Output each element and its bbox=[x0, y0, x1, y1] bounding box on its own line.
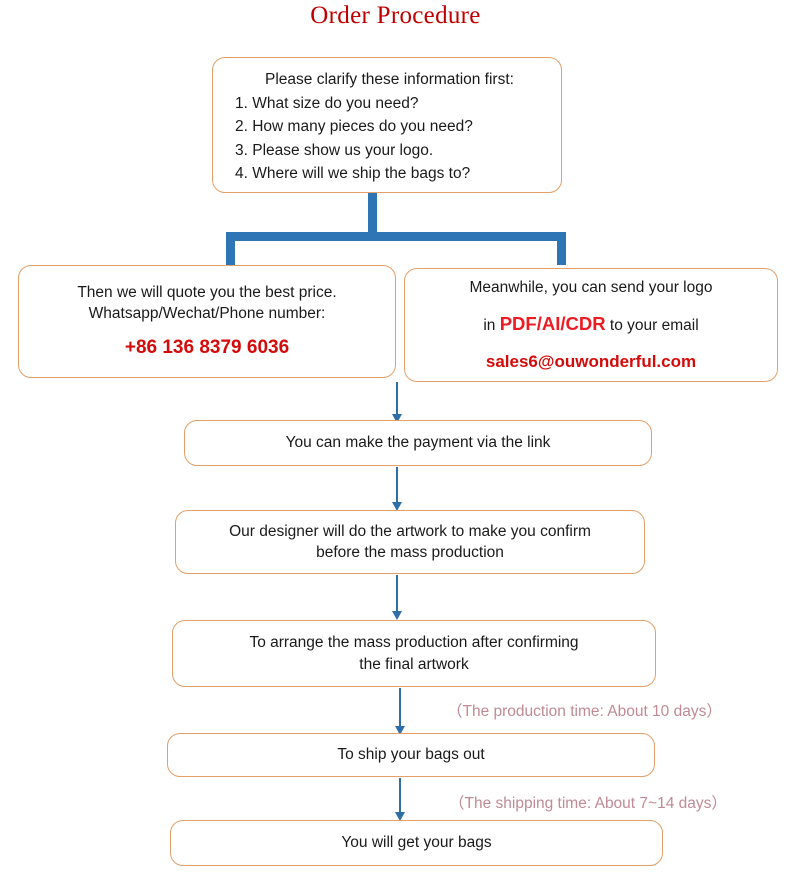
receive-line-1: You will get your bags bbox=[341, 834, 492, 852]
clarify-item-3: 3. Please show us your logo. bbox=[235, 141, 434, 159]
production-line-1: To arrange the mass production after con… bbox=[249, 634, 579, 652]
step-box-receive-bags: You will get your bags bbox=[170, 820, 663, 866]
logo-line-1: Meanwhile, you can send your logo bbox=[469, 278, 713, 296]
connector-split-bar bbox=[226, 232, 566, 241]
note-production-time: （The production time: About 10 days） bbox=[447, 703, 722, 720]
arrow-line-to-ship bbox=[399, 688, 402, 729]
step-box-quote-contact: Then we will quote you the best price. W… bbox=[18, 265, 396, 378]
logo-formats-line: in PDF/AI/CDR to your email bbox=[483, 311, 698, 337]
step-box-payment: You can make the payment via the link bbox=[184, 420, 652, 466]
arrow-head-to-ship bbox=[394, 726, 405, 735]
payment-line-1: You can make the payment via the link bbox=[285, 434, 551, 452]
logo-file-formats: PDF/AI/CDR bbox=[499, 313, 606, 335]
arrow-line-to-payment bbox=[396, 382, 399, 417]
connector-drop-right bbox=[557, 232, 566, 265]
quote-line-1: Then we will quote you the best price. bbox=[77, 283, 337, 301]
artwork-line-2: before the mass production bbox=[316, 544, 504, 561]
logo-line-prefix: in bbox=[483, 317, 500, 335]
artwork-line-1: Our designer will do the artwork to make… bbox=[229, 522, 591, 540]
arrow-line-to-artwork bbox=[396, 467, 399, 505]
clarify-item-1: 1. What size do you need? bbox=[235, 94, 419, 112]
step-box-mass-production: To arrange the mass production after con… bbox=[172, 620, 656, 687]
page-title: Order Procedure bbox=[310, 2, 481, 29]
arrow-head-to-receive bbox=[394, 812, 405, 821]
step-box-send-logo: Meanwhile, you can send your logo in PDF… bbox=[404, 268, 778, 382]
production-line-2: the final artwork bbox=[359, 655, 469, 673]
arrow-head-to-production bbox=[391, 611, 402, 620]
step-box-clarify-information: Please clarify these information first: … bbox=[212, 57, 562, 193]
note-shipping-time: （The shipping time: About 7~14 days） bbox=[449, 795, 727, 812]
clarify-heading: Please clarify these information first: bbox=[265, 71, 514, 88]
step-box-ship-bags: To ship your bags out bbox=[167, 733, 655, 777]
arrow-head-to-payment bbox=[391, 414, 402, 423]
arrow-line-to-production bbox=[396, 575, 399, 614]
step-box-artwork-confirm: Our designer will do the artwork to make… bbox=[175, 510, 645, 574]
quote-line-2: Whatsapp/Wechat/Phone number: bbox=[88, 304, 326, 322]
arrow-line-to-receive bbox=[399, 778, 402, 815]
clarify-item-4: 4. Where will we ship the bags to? bbox=[235, 165, 471, 183]
ship-line-1: To ship your bags out bbox=[337, 746, 485, 764]
arrow-head-to-artwork bbox=[391, 502, 402, 511]
clarify-item-2: 2. How many pieces do you need? bbox=[235, 118, 473, 136]
email-address[interactable]: sales6@ouwonderful.com bbox=[485, 351, 697, 371]
connector-stem-from-clarify bbox=[368, 193, 377, 236]
logo-line-suffix: to your email bbox=[605, 317, 699, 335]
connector-drop-left bbox=[226, 232, 235, 265]
phone-number[interactable]: +86 136 8379 6036 bbox=[124, 337, 290, 359]
